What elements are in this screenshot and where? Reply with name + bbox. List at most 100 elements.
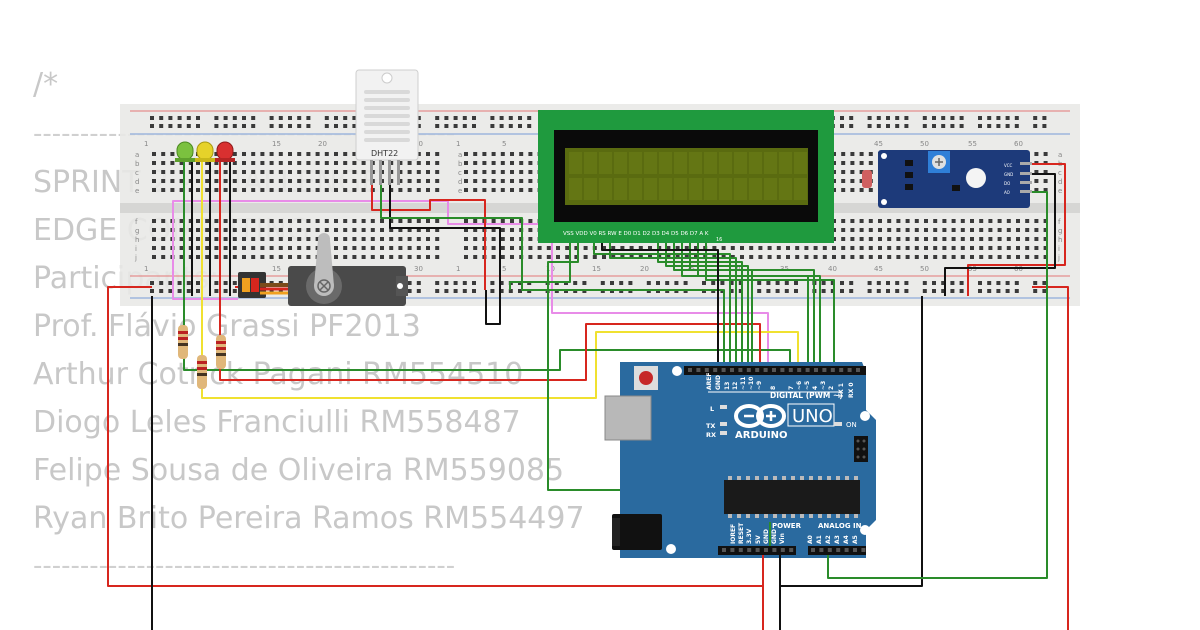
wire-ldr-gnd[interactable] [944, 173, 1056, 296]
ldr-pin-ao: AO [1004, 190, 1010, 195]
col-label: 1 [144, 140, 148, 148]
digital-label: DIGITAL (PWM ~) [770, 391, 843, 400]
col-label: 15 [272, 140, 281, 148]
row-label: d [458, 178, 462, 186]
pin-label: 2 [828, 386, 835, 390]
digital-pin-labels: AREF GND 13 12 ~11 ~10 ~9 8 7 ~6 ~5 4 ~3… [706, 373, 855, 398]
lcd-pin-16-label: 16 [716, 237, 722, 243]
dht22-grille [364, 90, 410, 142]
arduino-logo-icon [734, 404, 786, 428]
row-label: f [1058, 218, 1061, 226]
pin-label: GND [771, 529, 778, 544]
row-label: d [135, 178, 139, 186]
row-label: a [135, 151, 139, 159]
wire-servo-signal[interactable] [172, 200, 769, 370]
ldr-pin-vcc: VCC [1004, 163, 1013, 168]
led-group [175, 141, 235, 162]
col-label: 45 [874, 140, 883, 148]
resistor[interactable] [197, 355, 207, 389]
row-label: d [1058, 178, 1062, 186]
tx-label: TX [706, 422, 715, 430]
power-label: POWER [772, 522, 802, 530]
pin-label: GND [763, 529, 770, 544]
led-red[interactable] [215, 141, 235, 162]
col-label: 60 [1014, 140, 1023, 148]
row-label: j [1057, 254, 1060, 262]
ldr-module[interactable]: VCC GND DO AO [862, 150, 1032, 208]
pin-label: ~11 [740, 377, 747, 390]
pin-label: A1 [816, 535, 823, 544]
pin-label: RESET [738, 522, 745, 544]
pin-label: 4 [812, 386, 819, 390]
row-label: c [135, 169, 139, 177]
pin-label: ~10 [748, 377, 755, 390]
wire-dht-vcc[interactable] [371, 185, 486, 290]
wire-gnd-right[interactable] [779, 296, 923, 630]
row-label: i [135, 245, 137, 253]
row-label: g [135, 227, 139, 235]
dht22-label: DHT22 [371, 149, 398, 158]
col-label: 30 [414, 265, 423, 273]
wire-5v-right[interactable] [1032, 286, 1069, 630]
pin-label: 12 [732, 382, 739, 390]
wire-dht-gnd[interactable] [389, 185, 501, 325]
ldr-pin-do: DO [1004, 181, 1010, 186]
model-label: UNO [792, 406, 833, 427]
col-label: 10 [546, 265, 555, 273]
breadboard-row-labels: a b c d e f g h i j a b c d e a b c d e [134, 151, 1063, 262]
resistor[interactable] [178, 325, 188, 359]
pin-label: RX 0 [848, 382, 855, 398]
row-label: c [458, 169, 462, 177]
on-label: ON [846, 421, 857, 429]
comment-line: ----------------------------------------… [33, 551, 456, 581]
pin-label: A4 [843, 535, 850, 544]
row-label: e [1058, 187, 1062, 195]
col-label: 50 [920, 265, 929, 273]
row-label: f [135, 218, 138, 226]
row-label: e [135, 187, 139, 195]
pin-label: IOREF [730, 524, 737, 544]
row-label: h [135, 236, 139, 244]
pin-label: A2 [825, 535, 832, 544]
board-name: ARDUINO [735, 430, 787, 441]
pin-label: A3 [834, 535, 841, 544]
col-label: 50 [920, 140, 929, 148]
led-green[interactable] [175, 141, 195, 162]
wire-5v-left[interactable] [107, 286, 764, 630]
digital-header-holes [688, 368, 860, 372]
col-label: 45 [874, 265, 883, 273]
photoresistor-icon [966, 168, 986, 188]
pin-label: Vin [779, 533, 786, 544]
ldr-pin-gnd: GND [1004, 172, 1013, 177]
row-label: e [458, 187, 462, 195]
row-label: c [1058, 169, 1062, 177]
col-label: 20 [318, 140, 327, 148]
pin-label: ~9 [756, 381, 763, 390]
pin-label: GND [715, 375, 722, 390]
lcd-display[interactable]: VSS VDD V0 RS RW E D0 D1 D2 D3 D4 D5 D6 … [538, 110, 834, 243]
comment-line: Arthur Cotrick Pagani RM554510 [33, 357, 524, 392]
led-yellow[interactable] [195, 141, 215, 162]
servo-motor[interactable] [238, 233, 408, 306]
resistor[interactable] [216, 335, 226, 369]
row-label: j [134, 254, 137, 262]
row-label: a [1058, 151, 1062, 159]
col-label: 15 [272, 265, 281, 273]
wire-ldr-vcc[interactable] [967, 163, 1066, 296]
pin-label: ~5 [804, 381, 811, 390]
rx-label: RX [706, 431, 716, 439]
pin-label: 8 [770, 386, 777, 390]
lcd-pin-labels: VSS VDD V0 RS RW E D0 D1 D2 D3 D4 D5 D6 … [563, 231, 709, 237]
col-label: 1 [144, 265, 148, 273]
dht22-sensor[interactable]: DHT22 [355, 69, 419, 185]
pin-label: AREF [706, 373, 713, 390]
col-label: 5 [502, 265, 506, 273]
pin-label: TX 1 [838, 383, 845, 398]
col-label: 40 [828, 265, 837, 273]
col-label: 1 [456, 140, 460, 148]
row-label: a [458, 151, 462, 159]
arduino-uno[interactable]: AREF GND 13 12 ~11 ~10 ~9 8 7 ~6 ~5 4 ~3… [604, 362, 876, 558]
wire-dht-data[interactable] [380, 185, 725, 370]
